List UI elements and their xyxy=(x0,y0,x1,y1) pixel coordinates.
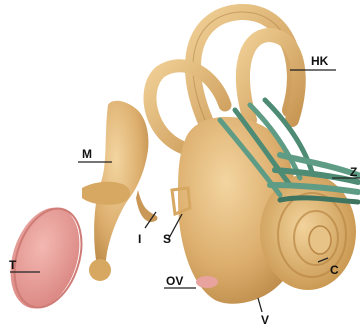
label-c: C xyxy=(330,264,339,276)
label-z: Z xyxy=(350,166,357,178)
label-s: S xyxy=(163,233,171,245)
label-ov: OV xyxy=(166,275,183,287)
oval-window xyxy=(196,276,218,288)
label-t: T xyxy=(9,259,16,271)
ossicles xyxy=(82,101,190,281)
label-m: M xyxy=(82,148,92,160)
label-i: I xyxy=(138,233,141,245)
label-hk: HK xyxy=(311,55,328,67)
label-v: V xyxy=(261,314,269,326)
